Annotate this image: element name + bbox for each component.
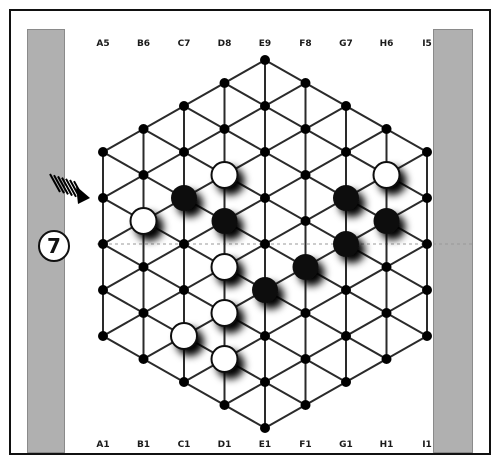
- top-coordinate-label: F8: [299, 39, 311, 49]
- intersection-point: [179, 239, 189, 249]
- intersection-point: [381, 308, 392, 318]
- intersection-point: [300, 170, 311, 180]
- intersection-point: [260, 239, 270, 249]
- arrow-hatch: [61, 177, 73, 197]
- diagonal-line-up: [102, 82, 306, 199]
- intersection-point: [179, 377, 189, 387]
- intersection-point: [381, 124, 392, 134]
- white-stone: [210, 253, 239, 281]
- arrow-head-icon: [76, 186, 90, 204]
- top-coordinate-label: B6: [137, 39, 150, 49]
- intersection-point: [219, 78, 230, 88]
- black-stone: [171, 185, 197, 211]
- intersection-point: [341, 101, 351, 111]
- intersection-point: [300, 216, 311, 226]
- bottom-coordinate-label: C1: [178, 440, 191, 450]
- intersection-point: [260, 423, 270, 433]
- top-coordinate-label: E9: [259, 39, 271, 49]
- bottom-coordinate-label: I1: [422, 440, 432, 450]
- intersection-point: [219, 124, 230, 134]
- intersection-point: [219, 400, 230, 410]
- intersection-point: [300, 308, 311, 318]
- intersection-point: [341, 331, 351, 341]
- top-coordinate-label: C7: [178, 39, 191, 49]
- intersection-point: [260, 377, 270, 387]
- diagonal-line-up: [224, 289, 428, 406]
- intersection-point: [422, 239, 432, 249]
- top-coordinate-label: D8: [218, 39, 232, 49]
- black-stone: [333, 231, 359, 257]
- intersection-point: [300, 354, 311, 364]
- arrow-hatch: [49, 173, 61, 193]
- intersection-point: [422, 147, 432, 157]
- intersection-point: [260, 55, 270, 65]
- white-stone: [372, 161, 401, 189]
- intersection-point: [381, 262, 392, 272]
- intersection-point: [179, 101, 189, 111]
- intersection-point: [260, 331, 270, 341]
- intersection-point: [341, 377, 351, 387]
- intersection-point: [260, 193, 270, 203]
- black-stone: [252, 277, 278, 303]
- black-stone: [211, 208, 238, 234]
- intersection-point: [300, 124, 311, 134]
- intersection-point: [179, 147, 189, 157]
- intersection-point: [138, 354, 149, 364]
- intersection-point: [138, 262, 149, 272]
- white-stone: [210, 299, 239, 327]
- arrow-hatch: [57, 175, 69, 195]
- white-stone: [210, 161, 239, 189]
- intersection-point: [260, 147, 270, 157]
- intersection-point: [138, 170, 149, 180]
- intersection-point: [98, 285, 108, 295]
- bottom-coordinate-label: D1: [218, 440, 232, 450]
- intersection-point: [341, 147, 351, 157]
- white-stone: [210, 345, 239, 373]
- black-stone: [292, 254, 319, 280]
- diagonal-line-up: [102, 128, 387, 291]
- bottom-coordinate-label: F1: [299, 440, 311, 450]
- intersection-point: [98, 239, 108, 249]
- intersection-points: [98, 55, 432, 433]
- intersection-point: [422, 285, 432, 295]
- bottom-coordinate-label: B1: [137, 440, 150, 450]
- top-coordinate-label: G7: [339, 39, 353, 49]
- intersection-point: [179, 285, 189, 295]
- intersection-point: [300, 400, 311, 410]
- diagonal-line-down: [102, 289, 306, 406]
- intersection-point: [422, 193, 432, 203]
- step-number-badge: 7: [38, 230, 70, 262]
- top-coordinate-label: H6: [380, 39, 394, 49]
- white-stone: [129, 207, 158, 235]
- arrow-hatch: [65, 178, 77, 198]
- black-stone: [373, 208, 400, 234]
- white-stone: [170, 322, 198, 350]
- bottom-coordinate-label: H1: [380, 440, 394, 450]
- arrow-hatch: [53, 174, 65, 194]
- intersection-point: [98, 331, 108, 341]
- bottom-coordinate-label: E1: [259, 440, 271, 450]
- diagonal-line-down: [143, 128, 428, 291]
- intersection-point: [138, 308, 149, 318]
- right-side-bar: [433, 29, 473, 453]
- top-coordinate-label: I5: [422, 39, 432, 49]
- intersection-point: [381, 354, 392, 364]
- bottom-coordinate-label: G1: [339, 440, 353, 450]
- intersection-point: [98, 147, 108, 157]
- bottom-coordinate-label: A1: [96, 440, 109, 450]
- move-arrow-icon: [49, 173, 90, 204]
- intersection-point: [341, 285, 351, 295]
- stones: [129, 161, 401, 373]
- intersection-point: [260, 101, 270, 111]
- intersection-point: [300, 78, 311, 88]
- intersection-point: [98, 193, 108, 203]
- top-coordinate-label: A5: [96, 39, 109, 49]
- black-stone: [333, 185, 359, 211]
- intersection-point: [138, 124, 149, 134]
- intersection-point: [422, 331, 432, 341]
